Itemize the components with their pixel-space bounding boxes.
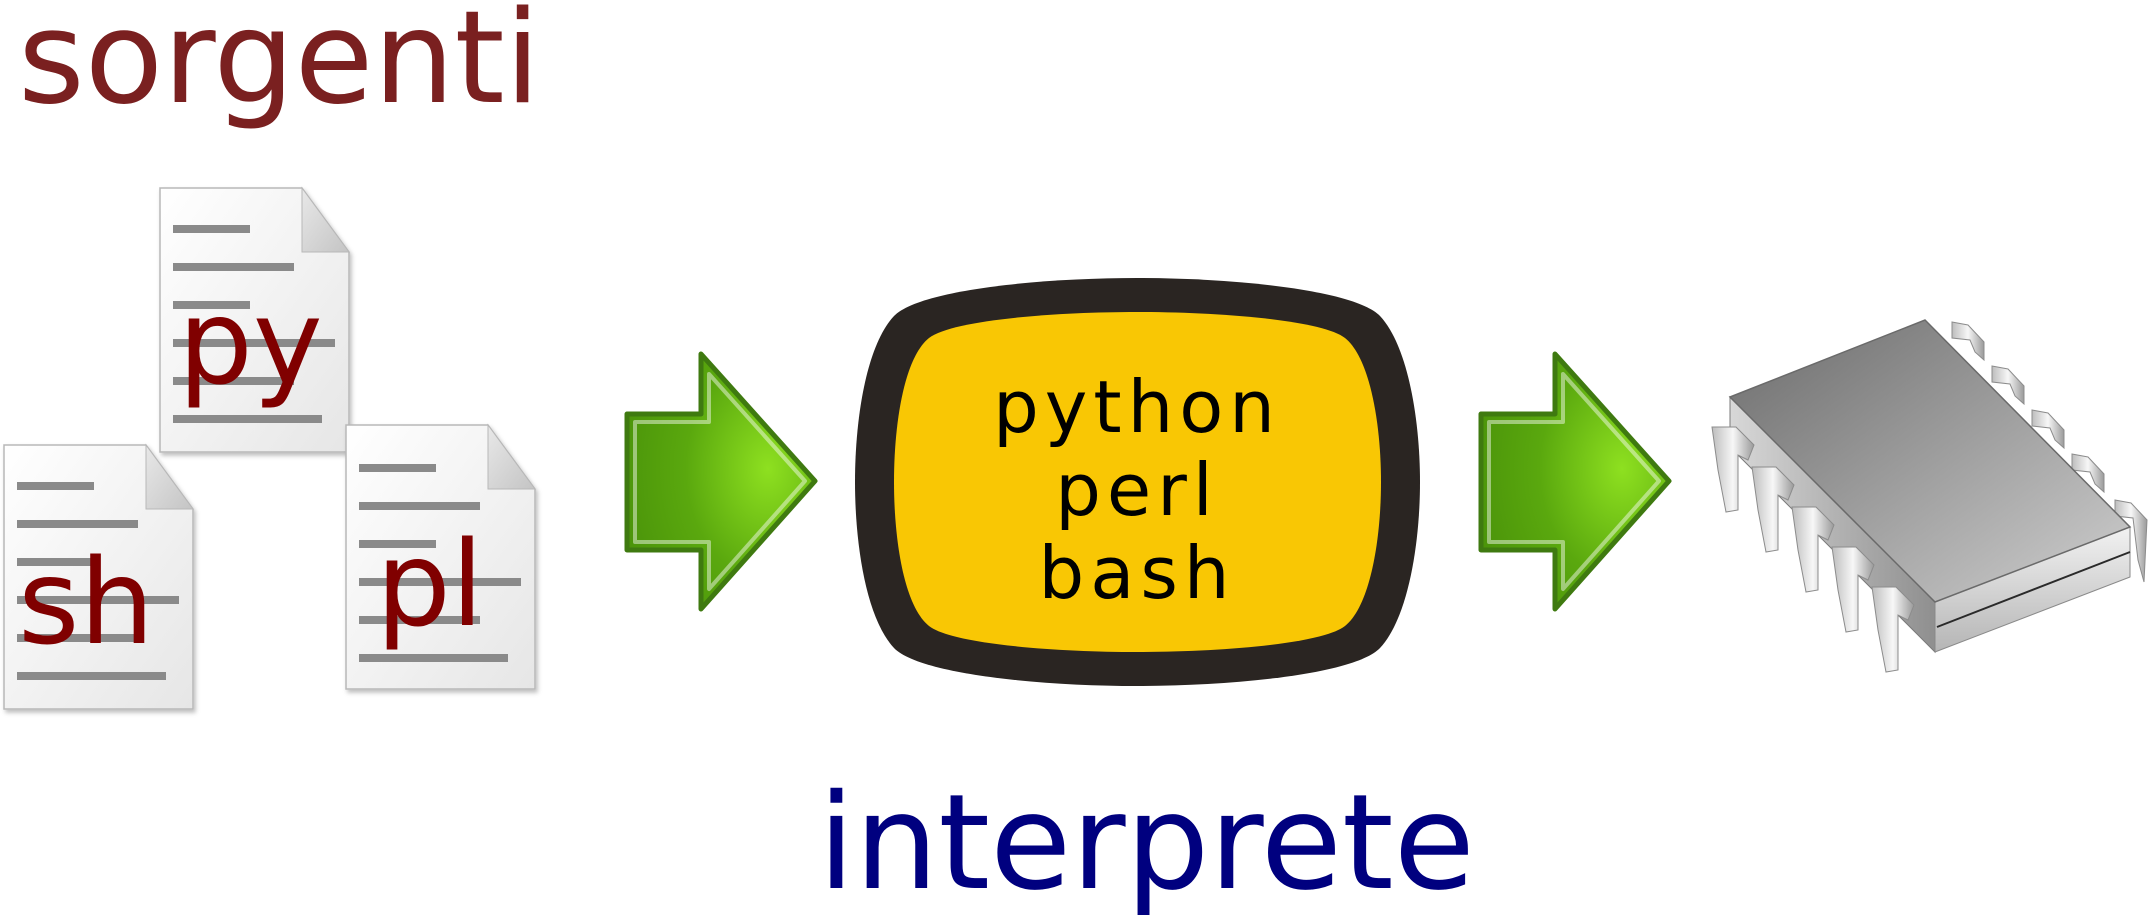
document-icon — [3, 443, 194, 710]
chip-icon — [1711, 319, 2148, 673]
interpreter-box: python perl bash — [855, 278, 1420, 686]
file-sh: sh — [3, 443, 194, 710]
file-pl: pl — [345, 423, 536, 690]
arrow-right-icon — [1478, 351, 1672, 612]
file-extension-pl: pl — [376, 515, 484, 653]
sources-title: sorgenti — [18, 0, 540, 133]
interpreter-language-perl: perl — [1055, 448, 1219, 532]
file-extension-py: py — [178, 273, 323, 411]
interpreter-language-python: python — [993, 365, 1281, 449]
file-py: py — [159, 186, 350, 453]
arrow-right-icon — [624, 351, 818, 612]
document-icon — [159, 186, 350, 453]
interpreter-language-bash: bash — [1039, 531, 1236, 615]
document-icon — [345, 423, 536, 690]
interpreter-title: interprete — [818, 766, 1475, 915]
file-extension-sh: sh — [18, 533, 154, 671]
